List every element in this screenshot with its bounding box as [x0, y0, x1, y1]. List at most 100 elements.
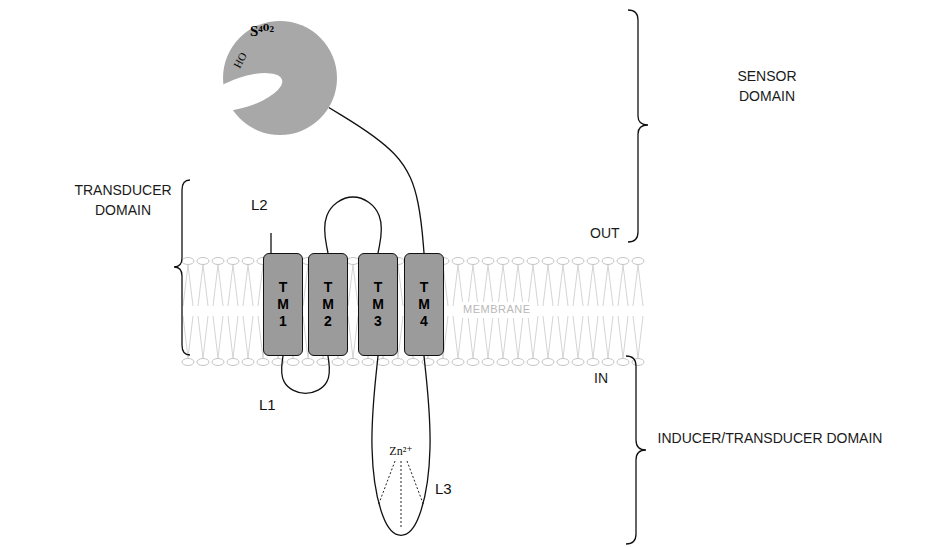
lipid-head [602, 359, 614, 366]
lipid-tail [228, 265, 238, 306]
lipid-head [347, 359, 359, 366]
lipid-tail [558, 316, 568, 358]
domain-label: TRANSDUCER DOMAIN [62, 180, 184, 221]
helix-label: T M 4 [416, 279, 433, 329]
lipid-tail [483, 265, 493, 306]
lipid-head [542, 258, 554, 265]
lipid-head [302, 359, 314, 366]
lipid-head [242, 258, 254, 265]
lipid-tail [348, 265, 358, 306]
lipid-tail [633, 316, 643, 358]
lipid-tail [183, 316, 193, 358]
lipid-head [527, 258, 539, 265]
loop-label: L1 [258, 396, 277, 413]
lipid-tail [453, 316, 463, 358]
lipid-head [617, 258, 629, 265]
lipid-tail [198, 316, 208, 358]
domain-label: INDUCER/TRANSDUCER DOMAIN [652, 428, 888, 448]
domain-brace [626, 356, 646, 544]
lipid-head [182, 258, 194, 265]
lipid-head [242, 359, 254, 366]
lipid-head [587, 359, 599, 366]
lipid-head [212, 258, 224, 265]
lipid-head [257, 359, 269, 366]
loop-chain [282, 356, 330, 393]
loop-label: L3 [434, 480, 453, 497]
lipid-head [392, 359, 404, 366]
lipid-head [182, 359, 194, 366]
lipid-tail [618, 316, 628, 358]
helix-label: T M 2 [320, 279, 337, 329]
lipid-tail [183, 265, 193, 306]
lipid-tail [498, 265, 508, 306]
lipid-head [452, 359, 464, 366]
lipid-tail [243, 265, 253, 306]
sensor-domain: S⁴⁰²HO [222, 20, 338, 136]
side-label: OUT [590, 223, 620, 243]
lipid-head [197, 258, 209, 265]
lipid-tail [513, 265, 523, 306]
lipid-head [287, 359, 299, 366]
lipid-tail [588, 265, 598, 306]
lipid-head [527, 359, 539, 366]
lipid-tail [618, 265, 628, 306]
lipid-head [587, 258, 599, 265]
lipid-tail [483, 316, 493, 358]
residue-label: S⁴⁰² [250, 22, 274, 40]
helix-label: T M 1 [275, 279, 292, 329]
transmembrane-helix: T M 2 [308, 253, 348, 356]
lipid-head [482, 359, 494, 366]
lipid-head [377, 359, 389, 366]
lipid-head [227, 359, 239, 366]
lipid-tail [603, 265, 613, 306]
domain-brace [628, 10, 648, 242]
lipid-tail [588, 316, 598, 358]
lipid-head [482, 258, 494, 265]
lipid-tail [498, 316, 508, 358]
domain-label: SENSOR DOMAIN [712, 66, 822, 107]
lipid-tail [468, 265, 478, 306]
lipid-tail [243, 316, 253, 358]
side-label: IN [594, 368, 608, 388]
lipid-head [212, 359, 224, 366]
transmembrane-helix: T M 4 [404, 253, 444, 356]
lipid-head [317, 359, 329, 366]
loop-chain [372, 356, 430, 535]
lipid-tail [198, 265, 208, 306]
lipid-head [602, 258, 614, 265]
lipid-head [497, 258, 509, 265]
lipid-tail [603, 316, 613, 358]
lipid-head [542, 359, 554, 366]
n-terminus-line [270, 233, 271, 254]
lipid-tail [528, 316, 538, 358]
lipid-head [557, 359, 569, 366]
lipid-tail [543, 265, 553, 306]
lipid-head [632, 258, 644, 265]
lipid-tail [228, 316, 238, 358]
lipid-tail [573, 316, 583, 358]
loop-chain [325, 197, 382, 253]
lipid-head [227, 258, 239, 265]
ion-label: Zn²⁺ [385, 443, 417, 460]
lipid-head [512, 359, 524, 366]
lipid-head [572, 258, 584, 265]
lipid-tail [528, 265, 538, 306]
lipid-head [362, 359, 374, 366]
lipid-tail [453, 265, 463, 306]
lipid-head [332, 359, 344, 366]
lipid-head [572, 359, 584, 366]
lipid-tail [633, 265, 643, 306]
zinc-coordination [378, 461, 424, 528]
lipid-head [557, 258, 569, 265]
lipid-tail [348, 316, 358, 358]
lipid-head [497, 359, 509, 366]
membrane-label: MEMBRANE [460, 302, 534, 318]
lipid-tail [468, 316, 478, 358]
loop-label: L2 [250, 196, 269, 213]
transmembrane-helix: T M 3 [358, 253, 398, 356]
domain-brace [174, 180, 190, 355]
lipid-head [467, 359, 479, 366]
lipid-tail [558, 265, 568, 306]
lipid-tail [513, 316, 523, 358]
